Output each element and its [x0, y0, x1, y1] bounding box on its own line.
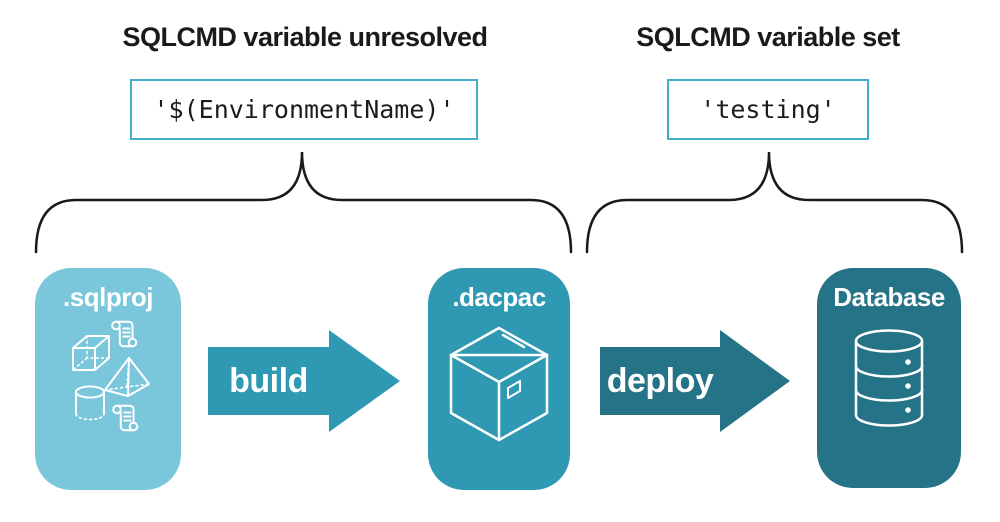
- curly-brace-left: [34, 151, 573, 254]
- code-box-environment-variable: '$(EnvironmentName)': [130, 79, 478, 140]
- cube-icon: [72, 335, 110, 371]
- deploy-arrow-shape: [600, 330, 790, 432]
- heading-sqlcmd-set: SQLCMD variable set: [636, 22, 900, 52]
- build-arrow-shape: [208, 330, 400, 432]
- node-sqlproj: .sqlproj: [35, 268, 181, 490]
- node-database: Database: [817, 268, 961, 488]
- build-label: build: [229, 361, 308, 400]
- scroll-icon: [112, 404, 139, 432]
- heading-sqlcmd-unresolved: SQLCMD variable unresolved: [122, 22, 488, 52]
- pyramid-icon: [104, 357, 150, 397]
- code-box-testing-value: 'testing': [667, 79, 869, 140]
- cylinder-icon: [75, 385, 105, 421]
- code-environment-variable: '$(EnvironmentName)': [153, 95, 455, 124]
- package-box-icon: [449, 326, 549, 442]
- code-testing-value: 'testing': [700, 95, 836, 124]
- deploy-arrow: [600, 330, 790, 432]
- database-icon: [854, 329, 924, 427]
- node-dacpac: .dacpac: [428, 268, 570, 490]
- sql-objects-icon: [72, 320, 150, 432]
- scroll-icon: [111, 320, 138, 348]
- deploy-label: deploy: [606, 361, 714, 400]
- database-label: Database: [833, 282, 945, 312]
- dacpac-label: .dacpac: [452, 282, 546, 312]
- sqlproj-label: .sqlproj: [63, 282, 153, 312]
- curly-brace-right: [585, 151, 964, 254]
- build-arrow: [208, 330, 400, 432]
